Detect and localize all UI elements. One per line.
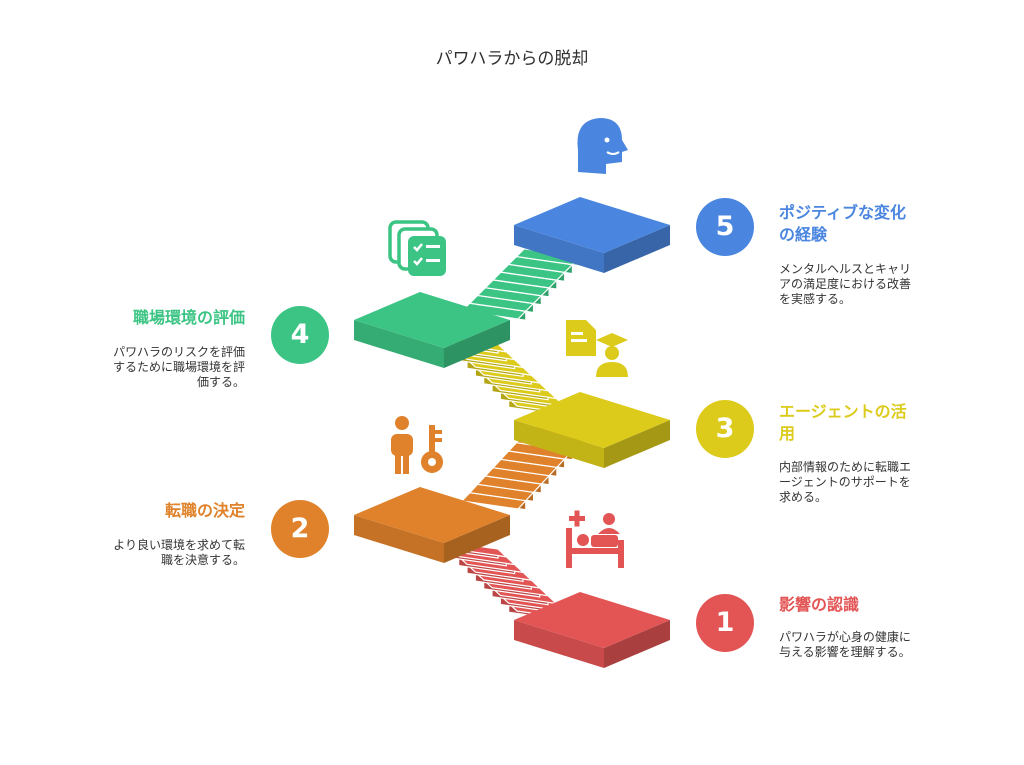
step-3-platform-right-face	[604, 420, 670, 468]
step-3-description-line: 内部情報のために転職エ	[779, 460, 912, 474]
step-5-description: メンタルヘルスとキャリ アの満足度における改善 を実感する。	[779, 262, 911, 307]
page-title: パワハラからの脱却	[435, 49, 589, 69]
step-3-description-line: ージェントのサポートを	[779, 475, 911, 489]
step-3-description: 内部情報のために転職エ ージェントのサポートを 求める。	[779, 460, 911, 505]
step-4-platform-left-face	[354, 320, 444, 368]
head-profile-icon	[577, 118, 628, 174]
step-1-number-badge: 1	[696, 594, 754, 652]
step-5-platform-left-face	[514, 225, 604, 273]
step-1-description: パワハラが心身の健康に 与える影響を理解する。	[779, 630, 911, 660]
step-2-platform-right-face	[444, 515, 510, 563]
step-4-description: パワハラのリスクを評価 するために職場環境を評 価する。	[60, 345, 245, 390]
checklist-stack-icon	[388, 220, 446, 276]
hospital-bed-icon	[566, 510, 624, 568]
step-4-description-line: パワハラのリスクを評価	[113, 345, 245, 359]
step-1-description-line: 与える影響を理解する。	[779, 645, 911, 659]
step-5-title-line: ポジティブな変化	[779, 203, 907, 222]
step-2-platform-left-face	[354, 515, 444, 563]
step-4-number-badge: 4	[271, 306, 329, 364]
step-5-platform-right-face	[604, 225, 670, 273]
step-3-description-line: 求める。	[779, 490, 828, 504]
step-2-platform-top	[354, 487, 510, 543]
person-key-icon	[391, 416, 443, 474]
step-5-description-line: メンタルヘルスとキャリ	[779, 262, 912, 276]
step-5-platform-top	[514, 197, 670, 253]
step-5-description-line: を実感する。	[779, 292, 852, 306]
step-3-platform-top	[514, 392, 670, 448]
step-2-number-badge: 2	[271, 500, 329, 558]
agent-document-icon	[566, 320, 628, 377]
step-3-number-badge: 3	[696, 400, 754, 458]
step-5-number-badge: 5	[696, 198, 754, 256]
step-2-title: 転職の決定	[164, 501, 245, 520]
step-3-title-line: 用	[779, 424, 796, 443]
step-2-description-line: 職を決意する。	[160, 553, 245, 567]
step-4-description-line: するために職場環境を評	[112, 360, 245, 374]
step-3-platform-left-face	[514, 420, 604, 468]
step-3-title-line: エージェントの活	[779, 402, 907, 421]
step-4-title: 職場環境の評価	[132, 308, 245, 327]
step-1-platform-right-face	[604, 620, 670, 668]
step-4-platform-right-face	[444, 320, 510, 368]
step-3-title: エージェントの活 用	[779, 401, 907, 445]
step-1-platform-left-face	[514, 620, 604, 668]
step-2-description-line: より良い環境を求めて転	[113, 538, 245, 552]
step-5-title-line: の経験	[779, 225, 828, 244]
step-1-description-line: パワハラが心身の健康に	[779, 630, 911, 644]
step-5-title: ポジティブな変化 の経験	[779, 202, 906, 246]
step-2-description: より良い環境を求めて転 職を決意する。	[60, 538, 245, 568]
step-4-platform-top	[354, 292, 510, 348]
step-1-title: 影響の認識	[779, 595, 860, 614]
step-4-description-line: 価する。	[196, 375, 245, 389]
step-1-platform-top	[514, 592, 670, 648]
step-5-description-line: アの満足度における改善	[779, 277, 912, 291]
